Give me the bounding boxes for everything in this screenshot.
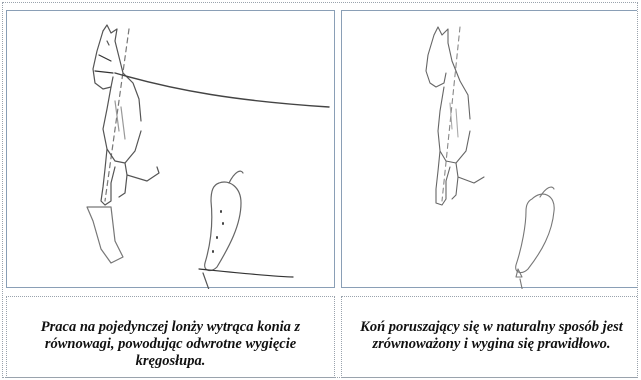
lunging-horse-illustration — [7, 11, 336, 289]
natural-horse-illustration — [342, 11, 638, 289]
left-caption: Praca na pojedynczej lonży wytrąca konia… — [7, 319, 334, 370]
right-illustration-cell — [341, 10, 637, 288]
left-illustration-cell — [6, 10, 335, 288]
left-caption-cell: Praca na pojedynczej lonży wytrąca konia… — [6, 296, 335, 378]
right-caption: Koń poruszający się w naturalny sposób j… — [342, 319, 637, 353]
right-caption-cell: Koń poruszający się w naturalny sposób j… — [341, 296, 637, 378]
